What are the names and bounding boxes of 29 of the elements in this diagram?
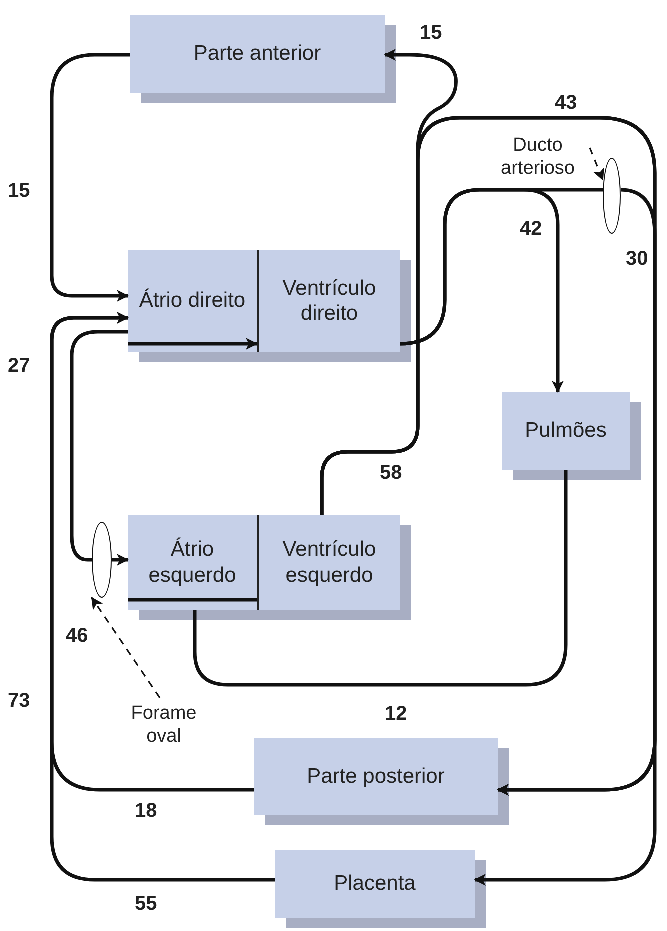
flow-arrow: [112, 554, 129, 566]
organ-box: Placenta: [275, 850, 475, 918]
leader-line: [91, 597, 161, 698]
callout-text: Ducto arterioso: [486, 134, 590, 182]
flow-arrow: [497, 188, 657, 796]
flow-value: 27: [8, 355, 30, 378]
flow-arrow: [50, 312, 254, 792]
flow-value: 46: [66, 625, 88, 648]
flow-value: 15: [8, 180, 30, 203]
flow-value: 12: [385, 703, 408, 726]
organ-box: Parte anterior: [130, 15, 385, 93]
flow-value: 42: [520, 218, 542, 241]
flow-value: 30: [626, 248, 648, 271]
organ-box: Átrio direito: [128, 250, 257, 352]
flow-value: 73: [8, 690, 30, 713]
flow-arrow: [50, 53, 130, 302]
callout-text: Forame oval: [112, 698, 216, 754]
flow-arrow: [128, 338, 258, 350]
organ-box: Pulmões: [502, 392, 630, 470]
flow-value: 18: [135, 800, 158, 823]
organ-box: Átrio esquerdo: [128, 515, 257, 610]
vessel-ring: [92, 522, 112, 598]
vessel-ring: [603, 158, 621, 234]
flow-value: 43: [555, 92, 578, 115]
organ-box: Parte posterior: [254, 738, 498, 815]
flow-value: 55: [135, 893, 158, 916]
flow-value: 58: [380, 462, 402, 485]
flow-value: 15: [420, 22, 442, 45]
leader-line: [589, 148, 604, 181]
